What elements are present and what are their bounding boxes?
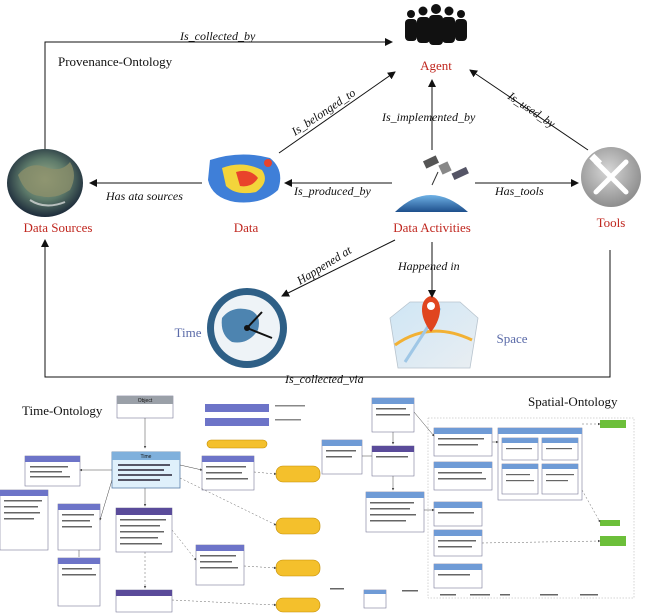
data-sources-image — [7, 149, 83, 217]
section-title-provenance: Provenance-Ontology — [58, 54, 173, 69]
clock-icon — [207, 288, 287, 368]
label-is-implemented-by: Is_implemented_by — [381, 110, 476, 124]
spatial-ontology-schematic — [321, 397, 635, 609]
node-data-activities: Data Activities — [393, 220, 471, 235]
label-is-collected-via: Is_collected_via — [284, 372, 364, 386]
agent-icon — [405, 4, 467, 45]
edge-is-collected-by — [44, 38, 393, 155]
label-is-belonged-to: Is_belonged_to — [288, 86, 358, 140]
label-has-data-sources: Has ata sources — [105, 189, 183, 203]
label-has-tools: Has_tools — [494, 184, 544, 198]
tools-icon — [581, 147, 641, 207]
node-agent: Agent — [420, 58, 452, 73]
edge-is-belonged-to — [278, 71, 396, 154]
node-data: Data — [234, 220, 259, 235]
satellite-icon — [395, 155, 469, 212]
node-tools: Tools — [597, 215, 626, 230]
node-time: Time — [175, 325, 202, 340]
node-space: Space — [496, 331, 527, 346]
label-is-collected-by: Is_collected_by — [179, 29, 256, 43]
label-happened-at: Happened at — [293, 243, 354, 288]
edge-is-used-by — [469, 69, 589, 151]
time-ontology-schematic: Object Time — [0, 395, 321, 613]
box-time-title: Time — [141, 454, 152, 460]
section-title-time: Time-Ontology — [22, 403, 103, 418]
edge-happened-at — [281, 239, 396, 297]
data-heatmap-image — [205, 153, 282, 205]
edge-is-collected-via — [41, 239, 611, 378]
label-happened-in: Happened in — [397, 259, 460, 273]
label-is-produced-by: Is_produced_by — [293, 184, 372, 198]
box-object-title: Object — [138, 398, 153, 404]
map-icon — [389, 296, 479, 369]
node-data-sources: Data Sources — [24, 220, 93, 235]
label-is-used-by: Is_used_by — [504, 88, 558, 131]
section-title-spatial: Spatial-Ontology — [528, 394, 618, 409]
